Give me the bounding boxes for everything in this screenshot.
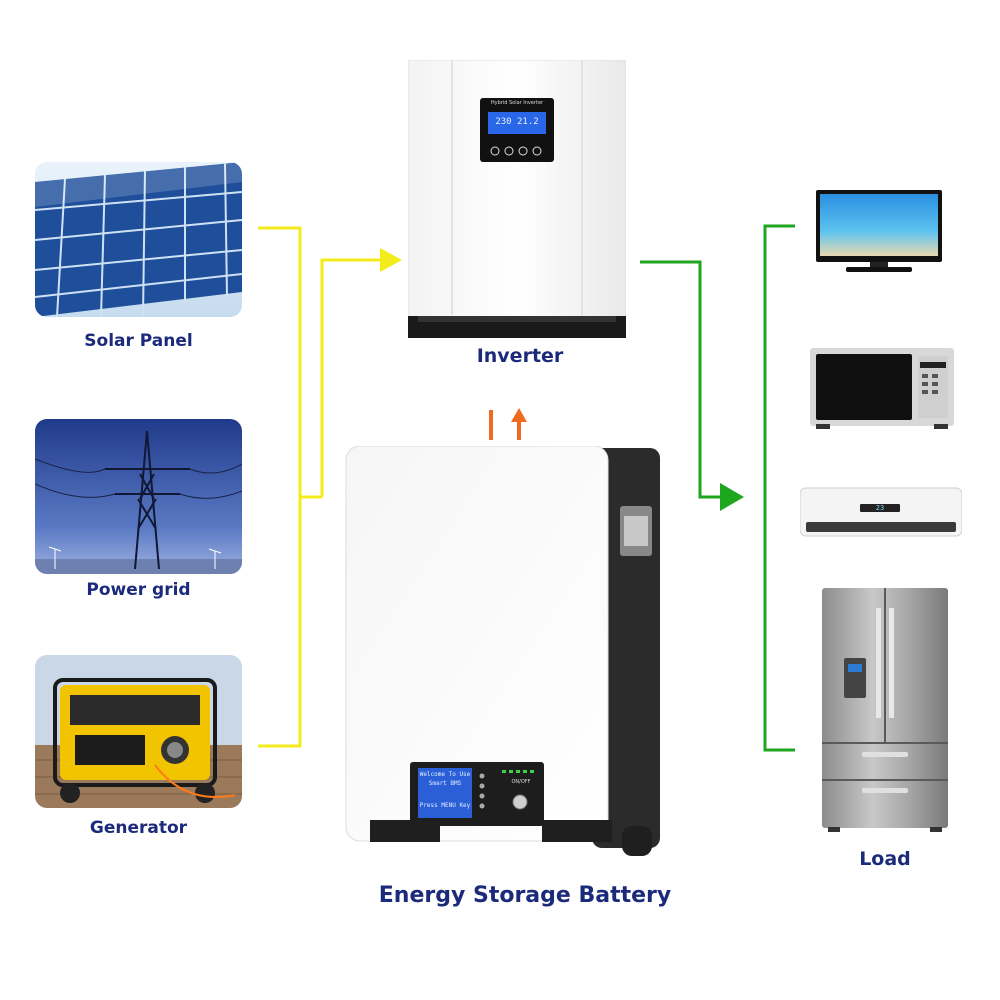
load-label: Load bbox=[859, 848, 911, 870]
output-bus bbox=[640, 224, 795, 752]
ac-display-readout: 23 bbox=[875, 504, 885, 512]
inverter-panel-title: Hybrid Solar Inverter bbox=[490, 100, 544, 106]
source-label-generator: Generator bbox=[89, 818, 188, 838]
air-conditioner-image: 23 bbox=[800, 486, 962, 542]
source-label-solar: Solar Panel bbox=[84, 331, 193, 351]
input-bus bbox=[258, 226, 386, 748]
generator-image bbox=[35, 655, 242, 808]
inverter-lcd-readout: 230 21.2 bbox=[495, 117, 539, 127]
battery-switch-label: ON/OFF bbox=[511, 779, 531, 785]
battery-unit: Welcome To Use Smart BMS Press MENU Key … bbox=[332, 446, 684, 866]
refrigerator-image bbox=[822, 588, 948, 833]
source-label-grid: Power grid bbox=[86, 580, 191, 600]
inverter-label: Inverter bbox=[476, 345, 564, 367]
power-grid-image bbox=[35, 419, 242, 574]
charge-arrows bbox=[489, 408, 527, 440]
battery-label: Energy Storage Battery bbox=[378, 883, 672, 908]
tv-image bbox=[816, 190, 942, 275]
microwave-image bbox=[810, 348, 954, 430]
input-arrow-icon bbox=[380, 248, 402, 272]
inverter-unit: Hybrid Solar Inverter 230 21.2 bbox=[408, 60, 626, 338]
battery-lcd-line3: Press MENU Key bbox=[419, 802, 471, 809]
battery-lcd-line1: Welcome To Use bbox=[419, 771, 471, 778]
battery-lcd-line2: Smart BMS bbox=[428, 780, 462, 787]
solar-panel-image bbox=[35, 162, 242, 317]
output-arrow-icon bbox=[720, 483, 744, 511]
